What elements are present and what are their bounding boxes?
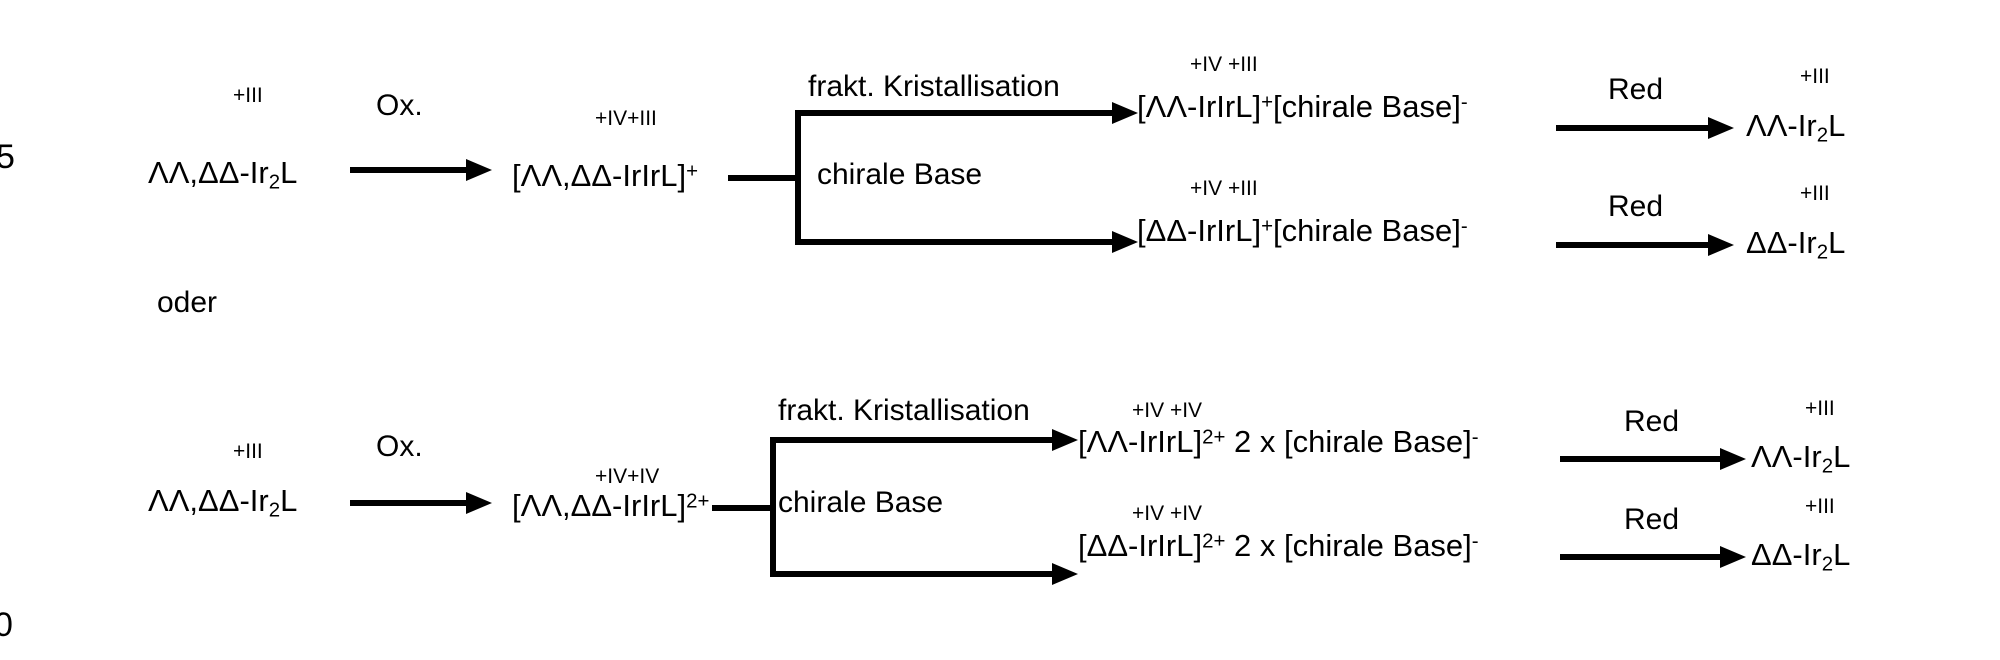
scheme2-start-oxidation: +III [233,440,263,463]
connector-label: oder [157,286,218,319]
scheme2-oxidation-label: Ox. [376,430,423,463]
scheme1-intermediate-formula: [ΛΛ,ΔΔ-IrIrL]+ [512,158,699,193]
scheme2-bottom-product-oxidation: +IV +IV [1132,502,1203,525]
scheme2-intermediate-oxidation: +IV+IV [595,465,660,488]
scheme1-bottom-final-formula: ΔΔ-Ir2L [1746,225,1846,264]
scheme2-bottom-reduction-shaft [1560,554,1728,560]
scheme2-top-product-oxidation: +IV +IV [1132,399,1203,422]
scheme2-top-reduction-arrow-head [1720,448,1746,470]
scheme2-branch-bottom-arrow-head [1052,563,1078,585]
scheme1-top-reduction-shaft [1556,125,1716,131]
scheme1-bottom-product-formula: [ΔΔ-IrIrL]+[chirale Base]- [1137,213,1468,248]
scheme1-intermediate-oxidation: +IV+III [595,107,657,130]
scheme1-oxidation-arrow-head [466,159,492,181]
scheme1-oxidation-label: Ox. [376,89,423,122]
scheme2-top-final-oxidation: +III [1805,397,1835,420]
scheme1-top-product-formula: [ΛΛ-IrIrL]+[chirale Base]- [1137,89,1468,124]
scheme1-top-final-formula: ΛΛ-Ir2L [1746,108,1846,147]
scheme2-start-formula: ΛΛ,ΔΔ-Ir2L [148,483,298,522]
scheme2-bottom-reduction-arrow-head [1720,546,1746,568]
scheme2-branch-top-arrow-head [1052,429,1078,451]
scheme1-branch-stem [728,175,798,181]
scheme2-top-reduction-label: Red [1624,405,1680,438]
left-margin-mark-bottom: 0 [0,606,13,644]
scheme2-bottom-reduction-label: Red [1624,503,1680,536]
scheme1-start-formula: ΛΛ,ΔΔ-Ir2L [148,155,298,194]
scheme2-oxidation-arrow-shaft [350,500,474,506]
scheme2-branch-bottom-shaft [770,571,1060,577]
scheme2-branch-vertical [770,437,776,577]
scheme1-branch-vertical [795,110,801,245]
scheme2-oxidation-arrow-head [466,492,492,514]
scheme1-branch-top-shaft [795,110,1120,116]
scheme2-branch-top-shaft [770,437,1060,443]
scheme1-bottom-reduction-label: Red [1608,190,1664,223]
scheme1-branch-bottom-label: chirale Base [817,158,983,191]
scheme1-bottom-final-oxidation: +III [1800,182,1830,205]
scheme1-branch-top-label: frakt. Kristallisation [808,70,1060,103]
scheme1-oxidation-arrow-shaft [350,167,474,173]
scheme1-top-reduction-arrow-head [1708,117,1734,139]
scheme2-top-reduction-shaft [1560,456,1728,462]
scheme2-bottom-product-formula: [ΔΔ-IrIrL]2+ 2 x [chirale Base]- [1078,528,1479,563]
scheme2-branch-top-label: frakt. Kristallisation [778,394,1030,427]
scheme1-top-reduction-label: Red [1608,73,1664,106]
scheme1-branch-top-arrow-head [1112,102,1138,124]
scheme1-branch-bottom-shaft [795,239,1120,245]
scheme2-top-product-formula: [ΛΛ-IrIrL]2+ 2 x [chirale Base]- [1078,424,1479,459]
scheme2-bottom-final-oxidation: +III [1805,495,1835,518]
scheme1-bottom-reduction-shaft [1556,242,1716,248]
scheme2-top-final-formula: ΛΛ-Ir2L [1751,439,1851,478]
scheme1-start-oxidation: +III [233,84,263,107]
scheme1-bottom-reduction-arrow-head [1708,234,1734,256]
scheme2-intermediate-formula: [ΛΛ,ΔΔ-IrIrL]2+ [512,488,710,523]
left-margin-mark-top: 5 [0,138,15,176]
scheme2-bottom-final-formula: ΔΔ-Ir2L [1751,537,1851,576]
scheme1-top-product-oxidation: +IV +III [1190,53,1258,76]
scheme1-bottom-product-oxidation: +IV +III [1190,177,1258,200]
scheme2-branch-stem [712,505,774,511]
scheme1-top-final-oxidation: +III [1800,65,1830,88]
scheme1-branch-bottom-arrow-head [1112,231,1138,253]
scheme2-branch-bottom-label: chirale Base [778,486,944,519]
